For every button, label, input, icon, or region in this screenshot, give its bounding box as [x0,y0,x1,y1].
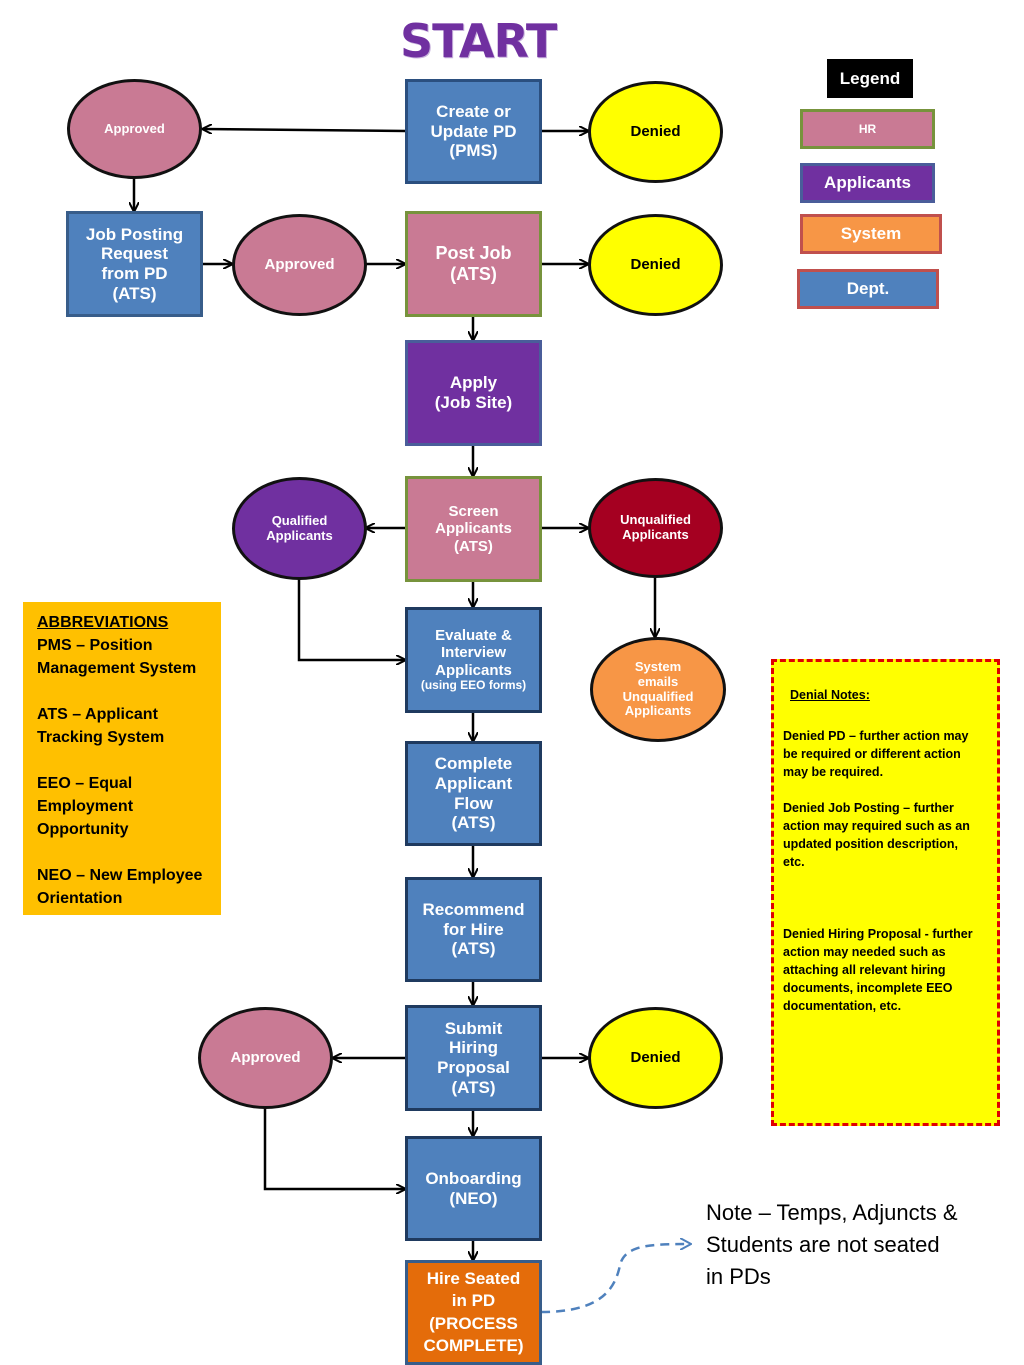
arrow-qualified-to-evaluate [297,579,405,660]
legend-item-system: System [800,214,942,254]
legend-item-applicants: Applicants [800,163,935,203]
legend-item-hr: HR [800,109,935,149]
legend-label-hr: HR [858,122,877,136]
arrow-approved-to-onboarding [263,1108,405,1189]
legend-item-dept: Dept. [797,269,939,309]
denial-notes-heading: Denial Notes: [790,688,870,702]
denial-notes-box: Denial Notes: Denied PD – further action… [771,659,1000,1126]
legend-label-system: System [840,224,902,243]
arrow-create-to-approved [203,129,407,131]
apply-node: Apply(Job Site) [405,340,542,446]
abbreviations-heading: ABBREVIATIONS [37,614,169,631]
post-job-node: Post Job(ATS) [405,211,542,317]
approved-posting-node: Approved [232,214,367,316]
legend-title: Legend [827,59,913,98]
start-title: START [400,14,557,68]
approved-pd-node: Approved [67,79,202,179]
denied-pd-node: Denied [588,81,723,183]
temps-note: Note – Temps, Adjuncts &Students are not… [706,1200,958,1289]
arrow-hire-to-note [540,1244,690,1314]
legend-label-applicants: Applicants [824,173,911,192]
legend-label-dept: Dept. [846,279,890,298]
approved-proposal-node: Approved [198,1007,333,1109]
denied-posting-node: Denied [588,214,723,316]
onboarding-node: Onboarding(NEO) [405,1136,542,1241]
denied-proposal-node: Denied [588,1007,723,1109]
